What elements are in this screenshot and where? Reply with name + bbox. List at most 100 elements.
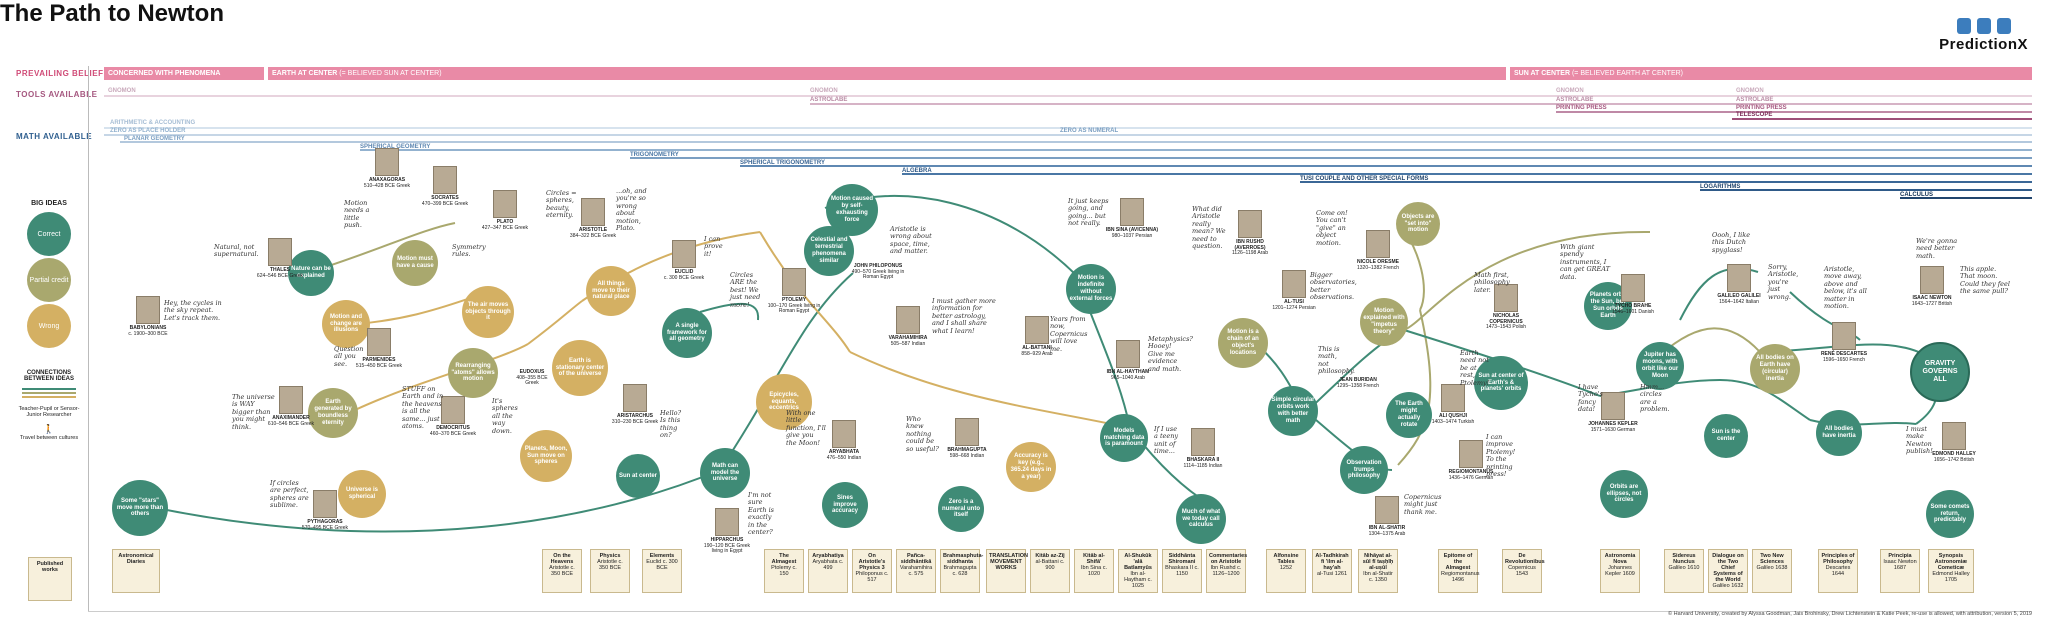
math-line-8 <box>1300 181 2032 183</box>
published-work[interactable]: Astronomical Diaries <box>112 549 160 593</box>
idea-node[interactable]: Models matching data is paramount <box>1100 414 1148 462</box>
socrates-image <box>433 166 457 194</box>
idea-node[interactable]: Earth generated by boundless eternity <box>308 388 358 438</box>
idea-node[interactable]: Sun at center <box>616 454 660 498</box>
idea-node[interactable]: Accuracy is key (e.g., 365.24 days in a … <box>1006 442 1056 492</box>
idea-node[interactable]: All things move to their natural place <box>586 266 636 316</box>
connection-line <box>309 222 456 273</box>
idea-node[interactable]: Sines improve accuracy <box>822 482 868 528</box>
math-label: ZERO AS PLACE HOLDER <box>110 128 186 134</box>
idea-node[interactable]: Planets orbit the Sun, but Sun orbits Ea… <box>1584 282 1632 330</box>
math-line-10 <box>1900 197 2032 199</box>
idea-node[interactable]: Much of what we today call calculus <box>1176 494 1226 544</box>
oresme-image <box>1366 230 1390 258</box>
idea-node[interactable]: The Earth might actually rotate <box>1386 392 1432 438</box>
idea-node[interactable]: Math can model the universe <box>700 448 750 498</box>
tool-label: TELESCOPE <box>1736 112 1773 118</box>
idea-node-gravity[interactable]: GRAVITY GOVERNS ALL <box>1910 342 1970 402</box>
idea-node[interactable]: A single framework for all geometry <box>662 308 712 358</box>
idea-node[interactable]: Orbits are ellipses, not circles <box>1600 470 1648 518</box>
al-battani-image <box>1025 316 1049 344</box>
tool-label: GNOMON <box>1736 88 1764 94</box>
idea-node[interactable]: All bodies have inertia <box>1816 410 1862 456</box>
aristarchus-image <box>623 384 647 412</box>
copernicus-image <box>1494 284 1518 312</box>
quote: Question all you see. <box>334 345 364 368</box>
parmenides-image <box>367 328 391 356</box>
plato-image <box>493 190 517 218</box>
idea-node[interactable]: Some "stars" move more than others <box>112 480 168 536</box>
idea-node[interactable]: Earth is stationary center of the univer… <box>552 340 608 396</box>
idea-node[interactable]: Some comets return, predictably <box>1926 490 1974 538</box>
idea-node[interactable]: Simple circular orbits work with better … <box>1268 386 1318 436</box>
idea-node[interactable]: Zero is a numeral unto itself <box>938 486 984 532</box>
quote: Circles ARE the best! We just need more! <box>730 271 761 309</box>
belief-bar-earth-center: EARTH AT CENTER (= BELIEVED SUN AT CENTE… <box>268 67 1506 80</box>
idea-node[interactable]: All bodies on Earth have (circular) iner… <box>1750 344 1800 394</box>
legend-correct: Correct <box>27 212 71 256</box>
idea-node[interactable]: Jupiter has moons, with orbit like our M… <box>1636 342 1684 390</box>
connection-line <box>719 272 854 471</box>
idea-node[interactable]: Motion explained with "impetus theory" <box>1360 298 1408 346</box>
ptolemy-image <box>782 268 806 296</box>
galileo-image <box>1727 264 1751 292</box>
legend-published: Published works <box>28 557 72 601</box>
walker-icon: 🚶 <box>43 424 55 434</box>
person-ibn-rushd: IBN RUSHD (AVERROES)1126–1198 Arab <box>1222 210 1278 257</box>
idea-node[interactable]: Objects are "set into" motion <box>1396 202 1440 246</box>
math-line-7 <box>902 173 2032 175</box>
idea-node[interactable]: Nature can be explained <box>288 250 334 296</box>
math-line-3 <box>120 141 2032 143</box>
idea-node[interactable]: Planets, Moon, Sun move on spheres <box>520 430 572 482</box>
idea-node[interactable]: Motion must have a cause <box>392 240 438 286</box>
published-work[interactable]: Kitāb al-Shifā'Ibn Sina c. 1020 <box>1074 549 1114 593</box>
idea-node[interactable]: Sun is the center <box>1704 414 1748 458</box>
idea-node[interactable]: The air moves objects through it <box>462 286 514 338</box>
idea-node[interactable]: Epicycles, equants, eccentrics <box>756 374 812 430</box>
quote: STUFF on Earth and in the heavens is all… <box>402 385 444 431</box>
idea-node[interactable]: Sun at center of Earth's & planets' orbi… <box>1474 356 1528 410</box>
idea-node[interactable]: Motion is a chain of an object's locatio… <box>1218 318 1268 368</box>
tool-label: PRINTING PRESS <box>1736 105 1787 111</box>
published-work[interactable]: Dialogue on the Two Chief Systems of the… <box>1708 549 1748 593</box>
quote: The universe is WAY bigger than you migh… <box>232 393 275 431</box>
idea-node[interactable]: Motion and change are illusions <box>322 300 370 348</box>
quote: If I use a teeny unit of time... <box>1154 425 1179 456</box>
quote: Years from now, Copernicus will love me. <box>1050 315 1088 353</box>
idea-node[interactable]: Universe is spherical <box>338 470 386 518</box>
idea-node[interactable]: Rearranging "atoms" allows motion <box>448 348 498 398</box>
idea-node[interactable]: Motion is indefinite without external fo… <box>1066 264 1116 314</box>
anaxagoras-image <box>375 148 399 176</box>
legend-wrong: Wrong <box>27 304 71 348</box>
idea-node[interactable]: Observation trumps philosophy <box>1340 446 1388 494</box>
idea-node[interactable]: Celestial and terrestrial phenomena simi… <box>804 226 854 276</box>
published-work[interactable]: TRANSLATION MOVEMENT WORKS <box>986 549 1028 593</box>
row-label-belief: PREVAILING BELIEF <box>16 69 104 78</box>
